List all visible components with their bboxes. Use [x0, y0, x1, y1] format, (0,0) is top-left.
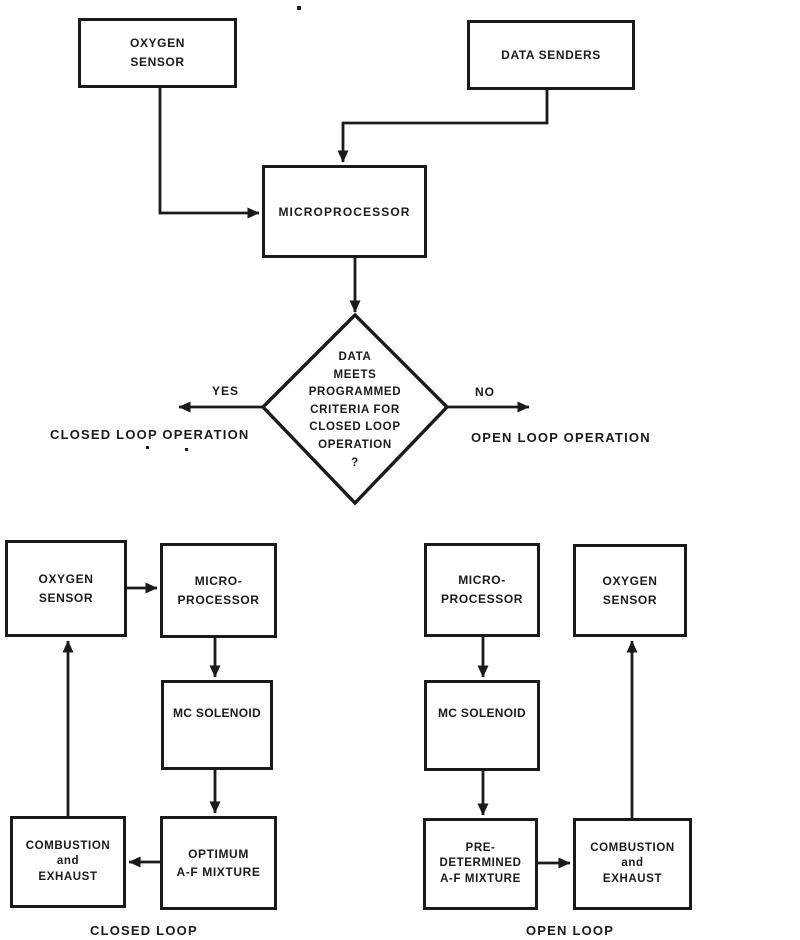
node-ol-oxygen-sensor: OXYGEN SENSOR	[573, 544, 687, 637]
node-label-line: SENSOR	[602, 592, 658, 607]
node-label-line: OXYGEN	[130, 36, 185, 50]
scan-artifact-dot	[297, 6, 301, 10]
node-label-line: PRE-	[465, 841, 496, 854]
node-label-line: SENSOR	[38, 590, 94, 605]
node-oxygen-sensor-top: OXYGEN SENSOR	[78, 18, 237, 88]
node-label-line: and	[56, 855, 80, 868]
node-cl-mc-solenoid: MC SOLENOID	[161, 680, 273, 770]
node-label-line: PROGRAMMED	[308, 386, 402, 399]
node-label-line: EXHAUST	[602, 872, 663, 885]
node-label-line: ?	[351, 456, 359, 469]
node-label-line: OPERATION	[318, 438, 392, 451]
arrow-datasenders-to-microprocessor	[337, 90, 549, 163]
node-label-line: MEETS	[333, 368, 377, 381]
node-label-line: MICROPROCESSOR	[278, 204, 411, 219]
scan-artifact-dot	[146, 446, 149, 449]
scan-artifact-dot	[185, 448, 188, 451]
node-ol-mc-solenoid: MC SOLENOID	[424, 680, 540, 771]
node-data-senders: DATA SENDERS	[467, 20, 635, 90]
node-label-line: OPTIMUM	[188, 847, 249, 861]
node-label-line: OXYGEN	[38, 571, 94, 586]
closed-loop-operation-label: CLOSED LOOP OPERATION	[50, 427, 250, 442]
node-cl-microprocessor: MICRO- PROCESSOR	[160, 543, 277, 638]
node-label-line: EXHAUST	[38, 870, 98, 883]
node-label-line: A-F MIXTURE	[176, 865, 261, 879]
node-label-line: COMBUSTION	[25, 839, 111, 852]
decision-diamond-label: DATA MEETS PROGRAMMED CRITERIA FOR CLOSE…	[285, 349, 425, 472]
node-label-line: A-F MIXTURE	[440, 872, 521, 885]
node-microprocessor-top: MICROPROCESSOR	[262, 165, 427, 258]
arrow-oxygen-to-microprocessor	[158, 88, 260, 219]
node-label-line: DATA SENDERS	[501, 48, 601, 62]
closed-loop-caption: CLOSED LOOP	[90, 923, 198, 938]
node-cl-optimum-af-mixture: OPTIMUM A-F MIXTURE	[160, 816, 277, 910]
node-cl-oxygen-sensor: OXYGEN SENSOR	[5, 540, 127, 637]
node-label-line: CLOSED LOOP	[309, 421, 401, 434]
no-branch-label: NO	[475, 385, 495, 399]
node-label-line: MC SOLENOID	[173, 706, 261, 720]
node-ol-microprocessor: MICRO- PROCESSOR	[424, 543, 540, 637]
decision-diamond	[260, 312, 450, 506]
open-loop-caption: OPEN LOOP	[526, 923, 615, 938]
node-label-line: MC SOLENOID	[438, 706, 526, 720]
node-label-line: and	[621, 857, 644, 870]
node-label-line: PROCESSOR	[440, 592, 524, 606]
open-loop-operation-label: OPEN LOOP OPERATION	[471, 430, 651, 445]
node-label-line: COMBUSTION	[590, 841, 675, 854]
node-label-line: DATA	[338, 351, 372, 363]
node-label-line: SENSOR	[130, 55, 185, 69]
node-cl-combustion-exhaust: COMBUSTION and EXHAUST	[10, 816, 126, 908]
node-ol-combustion-exhaust: COMBUSTION and EXHAUST	[573, 818, 692, 910]
node-label-line: PROCESSOR	[177, 592, 260, 607]
node-label-line: OXYGEN	[602, 573, 658, 588]
node-label-line: DETERMINED	[439, 857, 522, 870]
node-ol-predetermined-af-mixture: PRE- DETERMINED A-F MIXTURE	[423, 818, 538, 910]
yes-branch-label: YES	[212, 384, 240, 398]
node-label-line: MICRO-	[194, 573, 243, 588]
node-label-line: CRITERIA FOR	[310, 403, 400, 416]
node-label-line: MICRO-	[458, 573, 506, 587]
